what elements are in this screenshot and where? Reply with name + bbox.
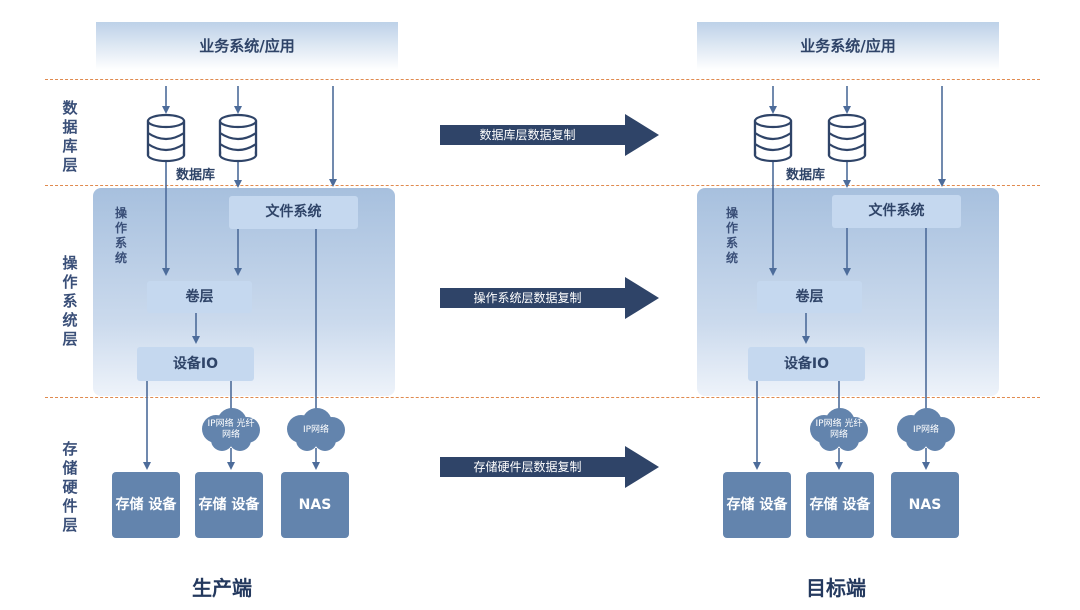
- divider-bottom: [45, 397, 1040, 398]
- device-io-box-production: 设备IO: [137, 347, 254, 381]
- storage-device-2-production: 存储 设备: [195, 472, 263, 538]
- database-icon: [218, 113, 258, 163]
- device-io-box-target: 设备IO: [748, 347, 865, 381]
- network-label-ip-fc-target: IP网络 光纤网络: [815, 419, 863, 440]
- replication-arrow-db: [440, 114, 659, 156]
- network-label-ip-target: IP网络: [912, 425, 940, 435]
- network-label-ip-fc-production: IP网络 光纤网络: [207, 419, 255, 440]
- file-system-box-production: 文件系统: [229, 196, 358, 229]
- database-icon: [827, 113, 867, 163]
- replication-arrow-os: [440, 277, 659, 319]
- replication-arrow-hw: [440, 446, 659, 488]
- nas-production: NAS: [281, 472, 349, 538]
- layer-label-os: 操作系统层: [62, 254, 78, 348]
- database-icon: [146, 113, 186, 163]
- connectors-target: [753, 86, 946, 470]
- network-label-ip-production: IP网络: [302, 425, 330, 435]
- file-system-box-target: 文件系统: [832, 195, 961, 228]
- divider-top: [45, 79, 1040, 80]
- connectors-production: [143, 86, 337, 470]
- os-label-production: 操作系统: [114, 206, 127, 265]
- layer-label-storage: 存储硬件层: [62, 440, 78, 534]
- volume-layer-box-production: 卷层: [147, 281, 252, 313]
- side-title-target: 目标端: [806, 576, 866, 600]
- replication-label-os: 操作系统层数据复制: [473, 291, 582, 305]
- replication-label-db: 数据库层数据复制: [479, 128, 576, 142]
- app-box-production: 业务系统/应用: [96, 22, 398, 70]
- replication-label-hw: 存储硬件层数据复制: [473, 460, 582, 474]
- storage-device-1-target: 存储 设备: [723, 472, 791, 538]
- layer-label-database: 数据库层: [62, 99, 78, 174]
- divider-middle: [45, 185, 1040, 186]
- nas-target: NAS: [891, 472, 959, 538]
- volume-layer-box-target: 卷层: [757, 281, 862, 313]
- database-icon: [753, 113, 793, 163]
- storage-device-1-production: 存储 设备: [112, 472, 180, 538]
- app-box-target: 业务系统/应用: [697, 22, 999, 70]
- os-label-target: 操作系统: [725, 206, 738, 265]
- database-label-target: 数据库: [786, 168, 826, 183]
- side-title-production: 生产端: [192, 576, 252, 600]
- database-label-production: 数据库: [176, 168, 216, 183]
- storage-device-2-target: 存储 设备: [806, 472, 874, 538]
